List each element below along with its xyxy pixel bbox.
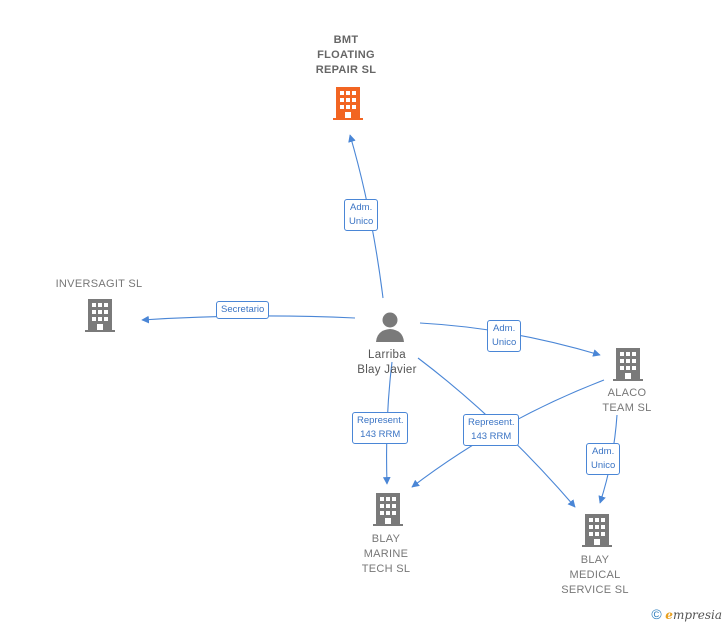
- building-icon-inversagit[interactable]: [84, 297, 116, 333]
- edge-label-inversagit-secretario[interactable]: Secretario: [216, 301, 270, 319]
- edge-label-bmt-adm[interactable]: Adm. Unico: [344, 199, 379, 231]
- brand-logo: empresia: [665, 608, 722, 622]
- building-icon-bmt[interactable]: [332, 85, 364, 121]
- copyright-notice: © empresia: [651, 606, 722, 622]
- edge-label-marine-represent[interactable]: Represent. 143 RRM: [352, 412, 409, 444]
- node-label-bmt[interactable]: BMT FLOATING REPAIR SL: [315, 34, 377, 76]
- edge-label-alaco-medical-adm[interactable]: Adm. Unico: [586, 443, 621, 475]
- edge-label-alaco-adm[interactable]: Adm. Unico: [487, 320, 522, 352]
- building-icon-alaco[interactable]: [612, 346, 644, 382]
- person-icon[interactable]: [374, 310, 406, 344]
- copyright-symbol: ©: [651, 606, 662, 622]
- node-label-blay-medical[interactable]: BLAY MEDICAL SERVICE SL: [561, 554, 629, 596]
- node-label-person[interactable]: Larriba Blay Javier: [357, 349, 417, 376]
- node-label-inversagit[interactable]: INVERSAGIT SL: [55, 278, 143, 290]
- node-label-alaco[interactable]: ALACO TEAM SL: [602, 387, 652, 414]
- node-label-blay-marine[interactable]: BLAY MARINE TECH SL: [361, 533, 411, 575]
- building-icon-blay-marine[interactable]: [372, 491, 404, 527]
- building-icon-blay-medical[interactable]: [581, 512, 613, 548]
- edge-label-medical-represent[interactable]: Represent. 143 RRM: [463, 414, 520, 446]
